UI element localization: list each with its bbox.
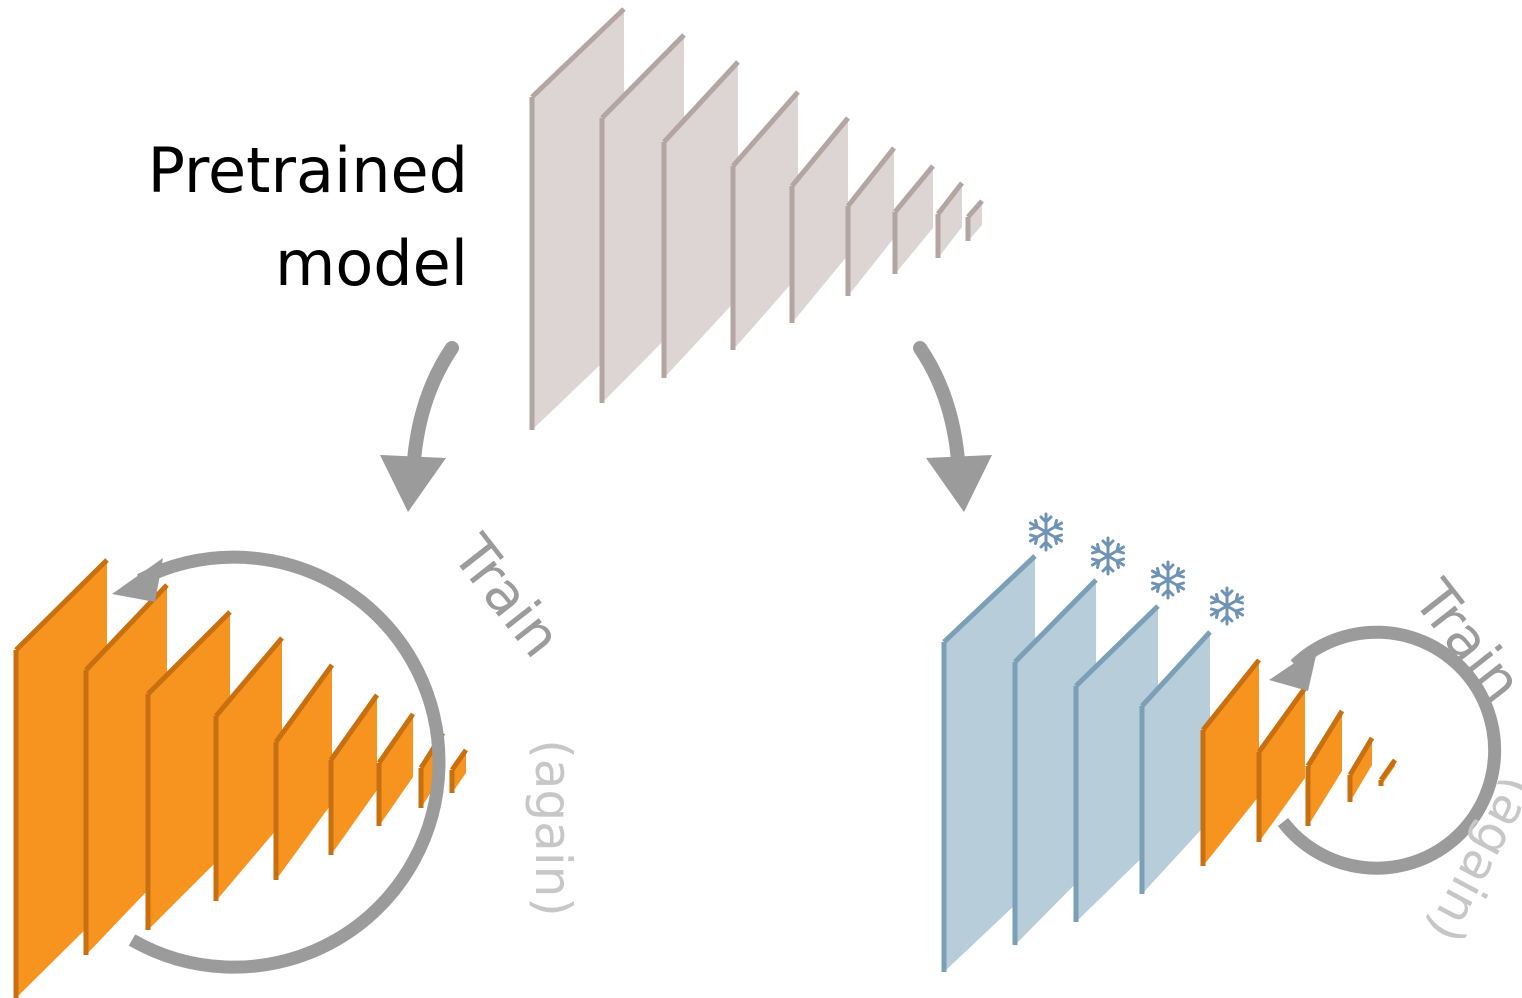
again-label-left: (again) [524,739,582,917]
retrained-layer [145,610,232,930]
frozen-layer [1139,630,1212,894]
frozen-layer [941,554,1037,972]
finetuned-layer [1347,736,1375,802]
finetuned-layer [1256,686,1308,842]
finetuned-layer [1305,709,1345,826]
circular-arrow-icon [112,550,446,974]
snowflake-icon [1209,586,1245,626]
train-label-left: Train [439,523,574,670]
pretrained-model-label: Pretrained model [148,134,468,300]
pretrained-layer [789,116,850,323]
retrained-layer [449,748,469,793]
pretrained-layer [661,60,740,378]
frozen-markers [1028,512,1245,626]
retrained-layer [376,712,416,826]
pretrained-label-line2: model [275,227,468,300]
pretrained-layer [935,181,964,258]
finetuned-layer [1200,658,1261,866]
circular-arrow-icon [1269,625,1502,875]
curved-arrow-icon [913,341,992,512]
curved-arrow-icon [380,341,459,512]
pretrained-label-line1: Pretrained [148,134,468,207]
snowflake-icon [1150,560,1186,600]
frozen-layer [1073,604,1160,922]
pretrained-model-layers [529,7,984,430]
finetuned-head-layers [1200,658,1398,866]
snowflake-icon [1090,536,1126,576]
retrained-layer [328,693,380,855]
snowflake-icon [1028,512,1064,552]
retrained-model-layers [13,558,469,998]
retrained-layer [213,636,284,901]
retrained-layer [273,663,335,880]
frozen-model-layers [941,554,1212,972]
finetuned-layer [1378,758,1398,786]
pretrained-layer [730,90,800,350]
pretrained-layer [965,199,984,241]
pretrained-layer [892,164,935,274]
pretrained-layer [845,146,896,296]
